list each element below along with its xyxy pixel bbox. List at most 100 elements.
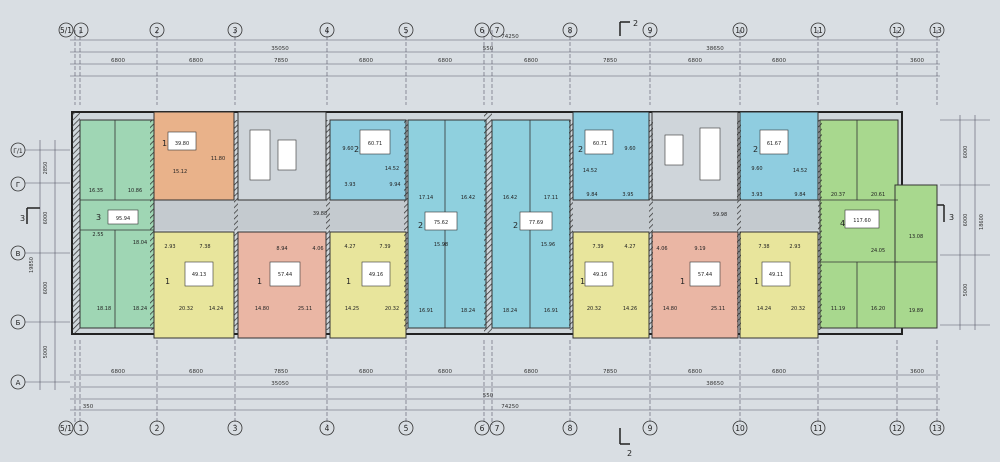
svg-text:5000: 5000 bbox=[963, 284, 969, 297]
svg-text:7.39: 7.39 bbox=[379, 244, 390, 250]
svg-text:1: 1 bbox=[346, 277, 351, 286]
svg-text:6800: 6800 bbox=[438, 58, 452, 64]
axis-bubble: 2 bbox=[149, 420, 165, 436]
svg-text:3: 3 bbox=[233, 26, 238, 35]
top-dimensions bbox=[70, 30, 940, 105]
svg-text:18.18: 18.18 bbox=[97, 306, 111, 312]
svg-text:Г: Г bbox=[16, 181, 20, 189]
svg-text:3.95: 3.95 bbox=[622, 192, 633, 198]
svg-text:2: 2 bbox=[155, 26, 160, 35]
svg-text:2: 2 bbox=[418, 221, 423, 230]
svg-text:18.24: 18.24 bbox=[503, 308, 517, 314]
svg-text:3: 3 bbox=[949, 213, 954, 222]
svg-text:16.91: 16.91 bbox=[544, 308, 558, 314]
svg-text:9.84: 9.84 bbox=[586, 192, 597, 198]
svg-text:3.93: 3.93 bbox=[344, 182, 355, 188]
svg-text:4: 4 bbox=[325, 424, 330, 433]
axis-bubble: 9 bbox=[642, 420, 658, 436]
svg-text:13: 13 bbox=[932, 424, 942, 433]
svg-text:12: 12 bbox=[892, 26, 902, 35]
svg-text:6800: 6800 bbox=[189, 58, 203, 64]
corridor-right-area: 59.98 bbox=[713, 212, 727, 218]
svg-text:25.11: 25.11 bbox=[298, 306, 312, 312]
svg-text:20.32: 20.32 bbox=[385, 306, 399, 312]
axis-bubble: 11 bbox=[810, 22, 826, 38]
svg-text:4.27: 4.27 bbox=[624, 244, 635, 250]
svg-text:А: А bbox=[16, 379, 21, 387]
svg-text:16.42: 16.42 bbox=[461, 195, 475, 201]
section-mark-top: 2 bbox=[619, 19, 638, 36]
svg-text:6800: 6800 bbox=[359, 369, 373, 375]
bottom-dimension-labels: 6800 6800 7850 6800 6800 6800 7850 6800 … bbox=[83, 369, 925, 410]
svg-text:2: 2 bbox=[354, 145, 359, 154]
axis-bubble: 3 bbox=[227, 420, 243, 436]
axis-bubble: 4 bbox=[319, 22, 335, 38]
bottom-small-gap-dim: 550 bbox=[483, 393, 494, 399]
axis-bubble: 4 bbox=[319, 420, 335, 436]
svg-text:18.24: 18.24 bbox=[133, 306, 147, 312]
axis-bubble: 11 bbox=[810, 420, 826, 436]
svg-text:20.61: 20.61 bbox=[871, 192, 885, 198]
svg-text:20.32: 20.32 bbox=[179, 306, 193, 312]
svg-text:14.52: 14.52 bbox=[793, 168, 807, 174]
svg-text:6: 6 bbox=[480, 424, 485, 433]
right-dimension-labels: 6000 6000 5000 18600 bbox=[963, 146, 985, 297]
svg-text:8.94: 8.94 bbox=[276, 246, 287, 252]
svg-text:1: 1 bbox=[79, 26, 84, 35]
svg-text:57.44: 57.44 bbox=[278, 272, 292, 278]
svg-text:8: 8 bbox=[568, 26, 573, 35]
axis-bubble: 13 bbox=[929, 22, 945, 38]
left-section-mark: 3 bbox=[20, 207, 40, 224]
svg-text:14.80: 14.80 bbox=[255, 306, 269, 312]
svg-text:3600: 3600 bbox=[910, 58, 924, 64]
axis-bubble: Б bbox=[10, 314, 26, 330]
stair-core-right: 59.98 bbox=[651, 111, 739, 218]
svg-text:3: 3 bbox=[96, 213, 101, 222]
apartment-2room-top-a: 2 60.71 9.60 14.52 3.93 9.94 bbox=[329, 119, 407, 201]
svg-text:95.94: 95.94 bbox=[116, 216, 130, 222]
bottom-right-total-dim: 38650 bbox=[706, 381, 724, 387]
top-small-gap-dim: 550 bbox=[483, 46, 494, 52]
svg-text:9.84: 9.84 bbox=[794, 192, 805, 198]
svg-text:6800: 6800 bbox=[772, 58, 786, 64]
svg-text:11.80: 11.80 bbox=[211, 156, 225, 162]
top-overall-dim: 74250 bbox=[501, 34, 519, 40]
svg-text:16.35: 16.35 bbox=[89, 188, 103, 194]
svg-text:60.71: 60.71 bbox=[593, 141, 607, 147]
svg-text:6800: 6800 bbox=[524, 58, 538, 64]
svg-text:2: 2 bbox=[155, 424, 160, 433]
corridor-left-area: 39.88 bbox=[313, 211, 327, 217]
axis-bubble: 2 bbox=[149, 22, 165, 38]
svg-text:4.06: 4.06 bbox=[656, 246, 667, 252]
svg-text:77.69: 77.69 bbox=[529, 220, 543, 226]
svg-text:9: 9 bbox=[648, 26, 653, 35]
svg-text:6000: 6000 bbox=[963, 146, 969, 159]
svg-text:75.62: 75.62 bbox=[434, 220, 448, 226]
svg-text:2.93: 2.93 bbox=[789, 244, 800, 250]
svg-text:20.32: 20.32 bbox=[791, 306, 805, 312]
axis-bubble: 6 bbox=[474, 420, 490, 436]
svg-text:7850: 7850 bbox=[274, 58, 288, 64]
svg-text:49.13: 49.13 bbox=[192, 272, 206, 278]
svg-text:5000: 5000 bbox=[43, 346, 49, 359]
svg-text:6800: 6800 bbox=[359, 58, 373, 64]
svg-text:9.60: 9.60 bbox=[624, 146, 635, 152]
svg-text:13.08: 13.08 bbox=[909, 234, 923, 240]
svg-text:6800: 6800 bbox=[524, 369, 538, 375]
axis-bubble: 7 bbox=[489, 22, 505, 38]
svg-text:3600: 3600 bbox=[910, 369, 924, 375]
svg-text:117.60: 117.60 bbox=[853, 218, 871, 224]
top-axis-markers: 5/1 1 2 3 4 5 6 7 8 9 10 11 12 13 bbox=[58, 22, 945, 38]
svg-text:1: 1 bbox=[680, 277, 685, 286]
svg-text:8: 8 bbox=[568, 424, 573, 433]
svg-text:14.24: 14.24 bbox=[209, 306, 223, 312]
svg-text:6800: 6800 bbox=[189, 369, 203, 375]
svg-text:15.96: 15.96 bbox=[541, 242, 555, 248]
svg-text:25.11: 25.11 bbox=[711, 306, 725, 312]
apartment-1room-top-left: 1 39.80 15.12 11.80 bbox=[153, 111, 235, 201]
top-left-total-dim: 35050 bbox=[271, 46, 289, 52]
svg-text:2.55: 2.55 bbox=[92, 232, 103, 238]
svg-text:10: 10 bbox=[735, 424, 745, 433]
svg-text:16.20: 16.20 bbox=[871, 306, 885, 312]
svg-text:61.67: 61.67 bbox=[767, 141, 781, 147]
